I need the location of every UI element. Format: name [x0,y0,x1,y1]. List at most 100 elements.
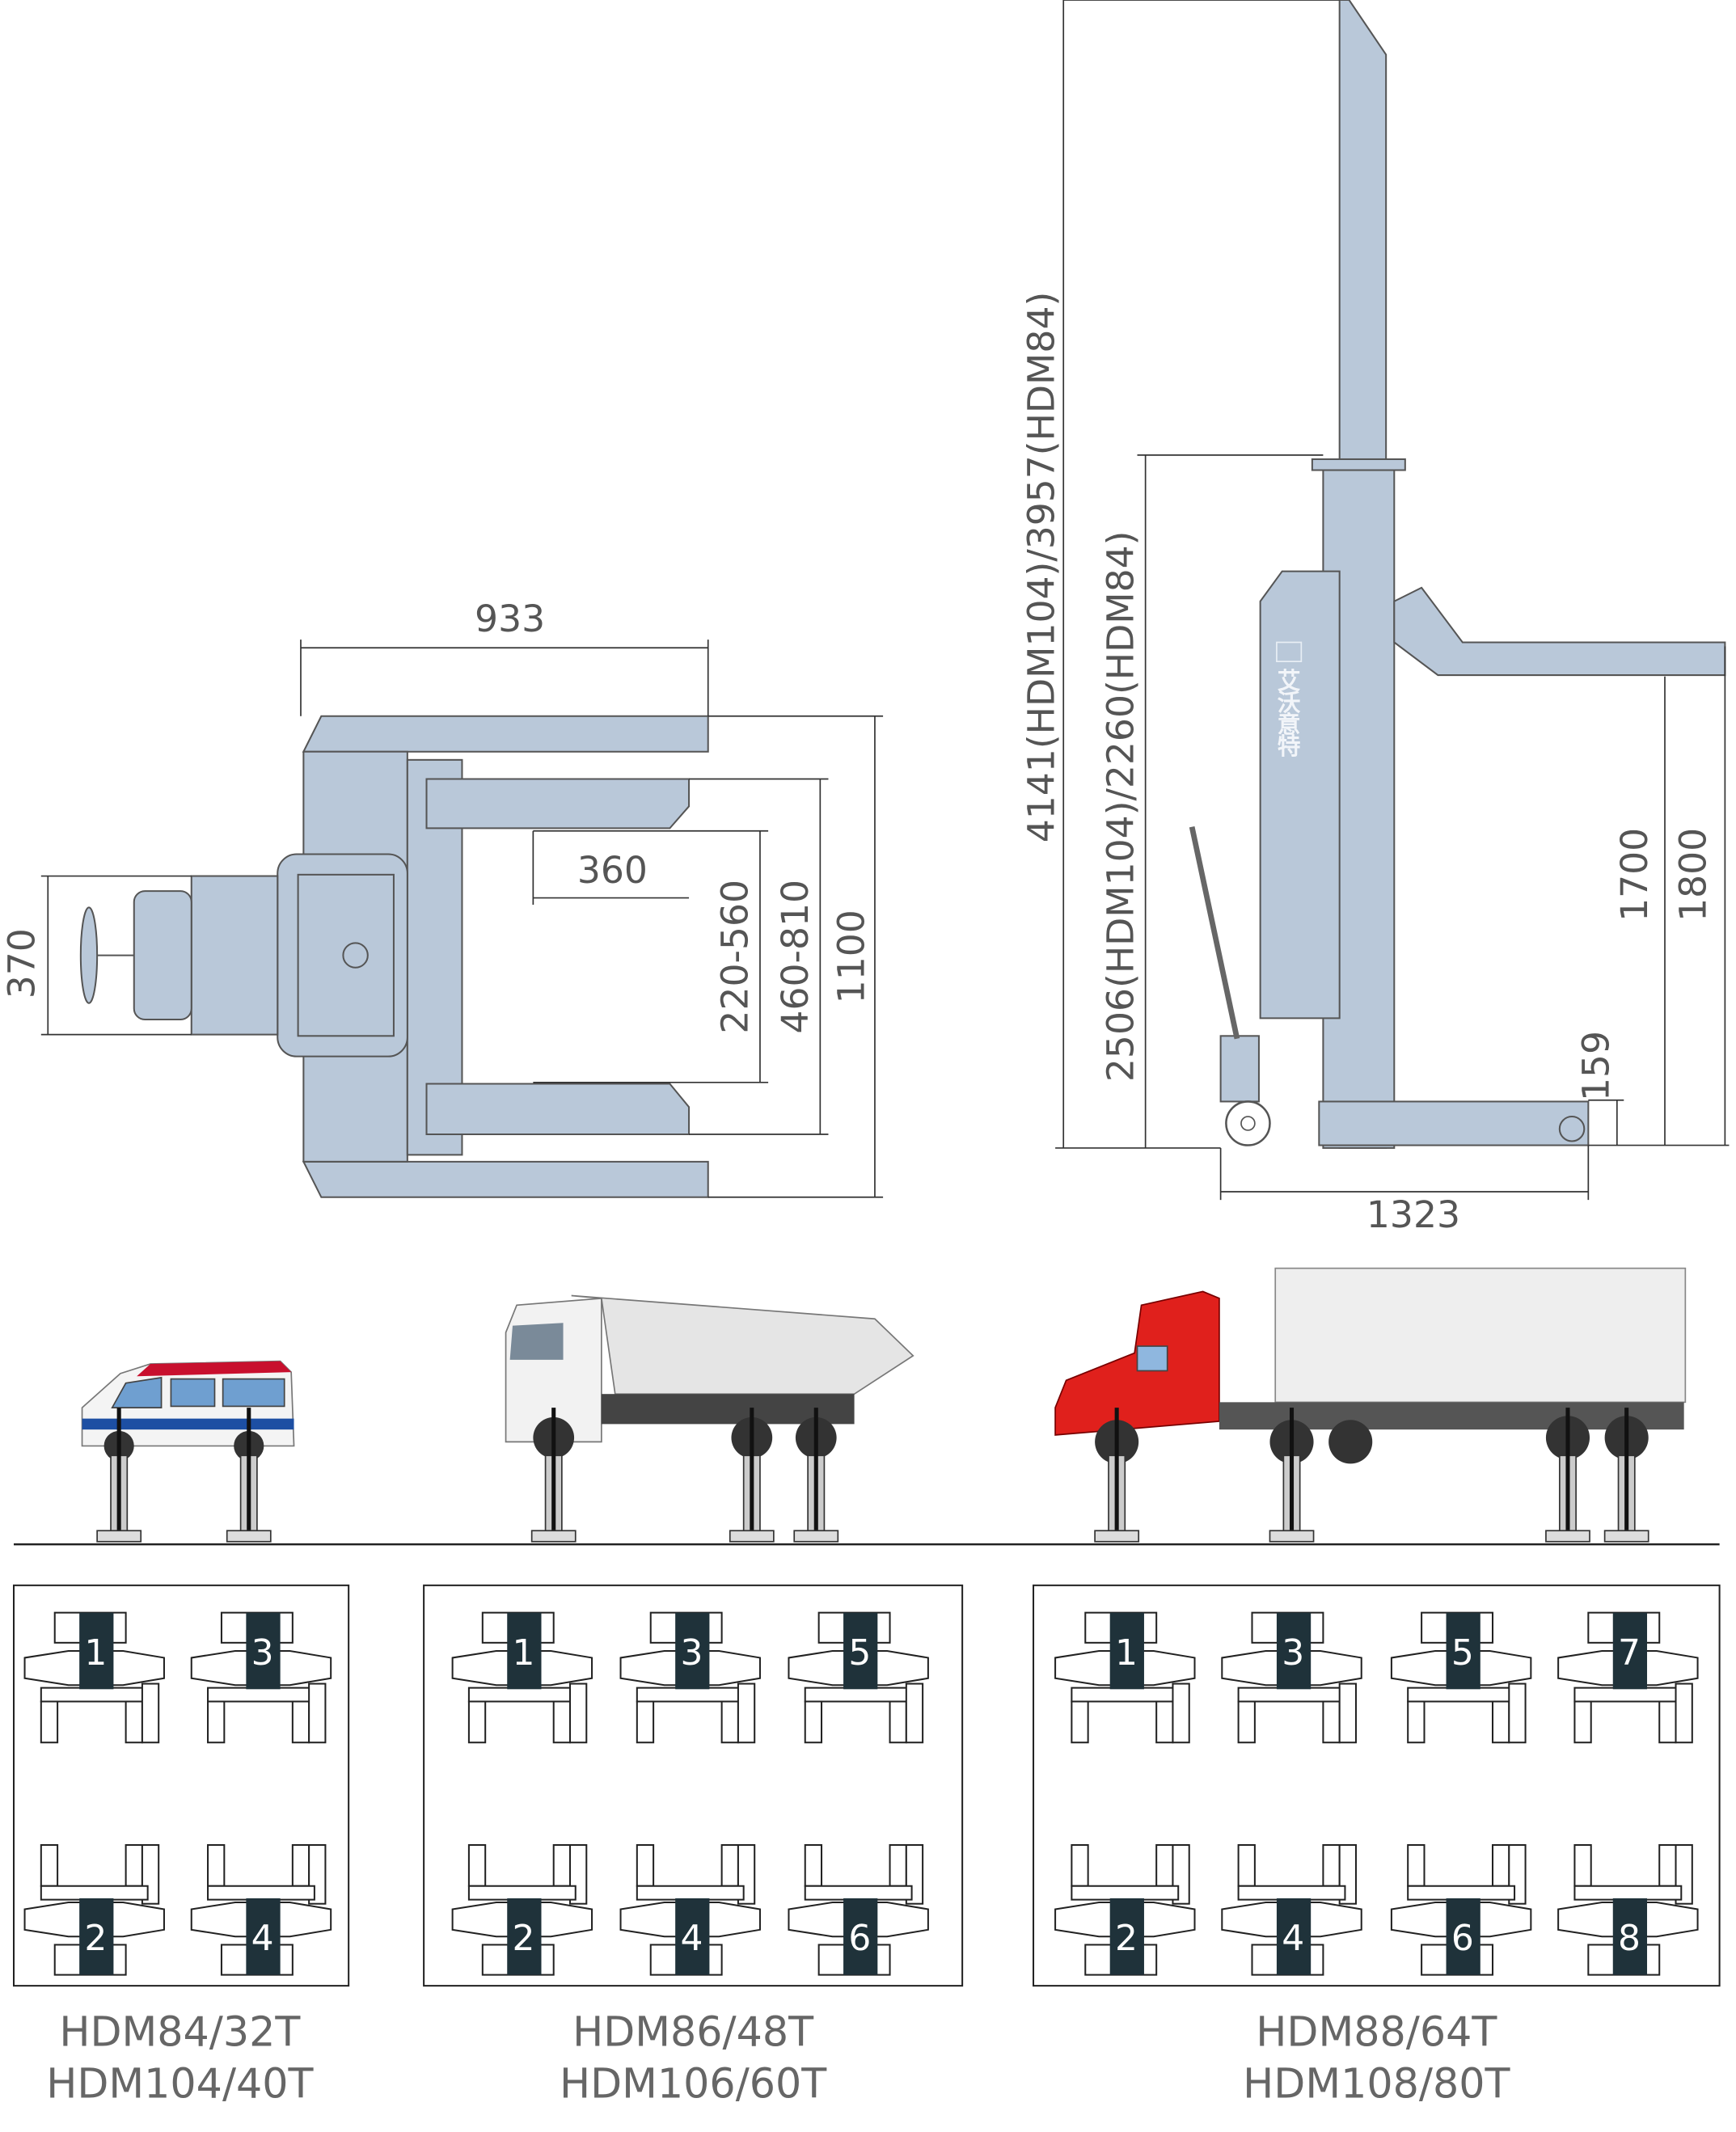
number-block [79,1898,114,1975]
dim-460-810: 460-810 [774,880,817,1034]
dimension-lines [40,640,884,1198]
lift-number: 6 [1451,1918,1474,1959]
lift-stand [1603,1408,1649,1543]
model-label: HDM106/60T [560,2060,827,2108]
handle-base [190,875,279,1036]
dim-1323: 1323 [1366,1193,1460,1236]
vehicles-row [14,1267,1720,1546]
side-view: 艾沃意特 4141(HDM104)/3957(HDM84) 2506(HDM10… [1020,0,1730,1236]
side-dimension-lines [1055,0,1730,1201]
lift-icon: 4 [1221,1844,1362,1976]
dim-370: 370 [0,928,43,998]
fork-arm [1393,586,1726,677]
lift-icon: 5 [788,1611,929,1744]
model-label: HDM104/40T [46,2060,314,2108]
lift-number: 2 [513,1918,535,1959]
number-block [675,1898,710,1975]
dim-1800: 1800 [1672,828,1715,922]
lift-number: 3 [251,1632,274,1674]
logo-text: 艾沃意特 [1278,667,1301,760]
column-bolt [342,942,369,969]
lift-number: 1 [513,1632,535,1674]
lift-number: 4 [1282,1918,1304,1959]
number-block [1612,1898,1648,1975]
number-block [1109,1612,1144,1690]
model-label: HDM88/64T [1256,2008,1497,2056]
lift-stand [226,1408,272,1543]
base-left [1219,1035,1260,1103]
pump-handle [1189,825,1240,1040]
top-view: 933 360 220-560 460-810 1100 370 [0,597,884,1198]
dim-159: 159 [1575,1031,1618,1101]
lift-icon: 1 [1054,1611,1196,1744]
steering-wheel [79,906,99,1004]
lift-number: 1 [1115,1632,1138,1674]
configurations: 1234HDM84/32THDM104/40T123456HDM86/48THD… [12,1584,1721,2108]
lift-number: 2 [1115,1918,1138,1959]
model-label: HDM84/32T [59,2008,301,2056]
lift-stands [96,1408,1649,1543]
number-block [507,1612,542,1690]
dim-220-560: 220-560 [714,880,757,1034]
lift-number: 4 [680,1918,703,1959]
number-block [1276,1898,1312,1975]
lift-icon: 2 [1054,1844,1196,1976]
dim-1100: 1100 [830,910,872,1003]
fork-upper [425,778,691,830]
number-block [843,1612,878,1690]
van [81,1360,295,1462]
lift-icon: 6 [1390,1844,1532,1976]
lift-icon: 2 [23,1844,165,1976]
semi-truck [1054,1267,1687,1464]
number-block [79,1612,114,1690]
dim-360: 360 [577,849,648,892]
lift-icon: 8 [1557,1844,1699,1976]
lift-icon: 1 [451,1611,593,1744]
number-block [1109,1898,1144,1975]
dump-truck [505,1294,914,1459]
handle-joint [133,890,192,1021]
lift-icon: 2 [451,1844,593,1976]
number-block [1446,1612,1480,1690]
dim-column-height: 2506(HDM104)/2260(HDM84) [1099,531,1142,1083]
column-detail [297,873,395,1037]
fork-frame-bottom [302,1160,709,1198]
number-block [843,1898,878,1975]
lift-stand [1545,1408,1590,1543]
number-block [246,1898,281,1975]
logo: 艾沃意特 [1276,641,1303,760]
lift-icon: 6 [788,1844,929,1976]
lift-icon: 3 [1221,1611,1362,1744]
lift-icon: 3 [619,1611,761,1744]
fork-frame-top [302,715,709,753]
model-label: HDM86/48T [572,2008,814,2056]
lift-number: 4 [251,1918,274,1959]
dim-933: 933 [475,597,545,640]
lift-icon: 4 [190,1844,332,1976]
lift-icon: 1 [23,1611,165,1744]
number-block [507,1898,542,1975]
model-label: HDM108/80T [1243,2060,1510,2108]
column-cap [1311,458,1406,471]
lift-number: 7 [1618,1632,1641,1674]
lift-number: 2 [84,1918,107,1959]
number-block [1446,1898,1480,1975]
number-block [675,1612,710,1690]
lift-stand [96,1408,142,1543]
wheel-hub [1240,1116,1256,1131]
lift-number: 3 [680,1632,703,1674]
lift-stand [793,1408,839,1543]
fork-lower [425,1083,691,1136]
lift-number: 3 [1282,1632,1304,1674]
lift-number: 6 [848,1918,871,1959]
lift-icon: 7 [1557,1611,1699,1744]
lift-number: 5 [1451,1632,1474,1674]
lift-stand [729,1408,775,1543]
dim-max-height: 4141(HDM104)/3957(HDM84) [1020,292,1062,843]
rear-roller [1558,1116,1586,1142]
lift-stand [1269,1408,1315,1543]
lift-icon: 3 [190,1611,332,1744]
